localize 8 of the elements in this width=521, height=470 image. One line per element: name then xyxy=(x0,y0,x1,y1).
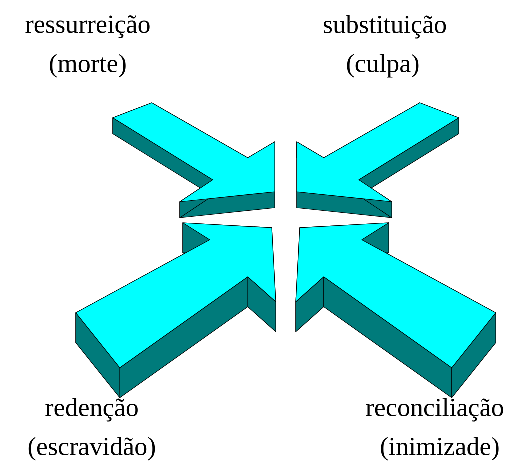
label-text: substituição xyxy=(324,15,446,39)
label-text: (morte) xyxy=(50,54,126,78)
label-text: redenção xyxy=(46,398,138,422)
label-text: (escravidão) xyxy=(28,437,156,461)
label-text: ressurreição xyxy=(26,15,150,39)
label-text: (inimizade) xyxy=(381,437,499,461)
label-text: reconciliação xyxy=(366,398,504,422)
label-text: (culpa) xyxy=(347,54,419,78)
